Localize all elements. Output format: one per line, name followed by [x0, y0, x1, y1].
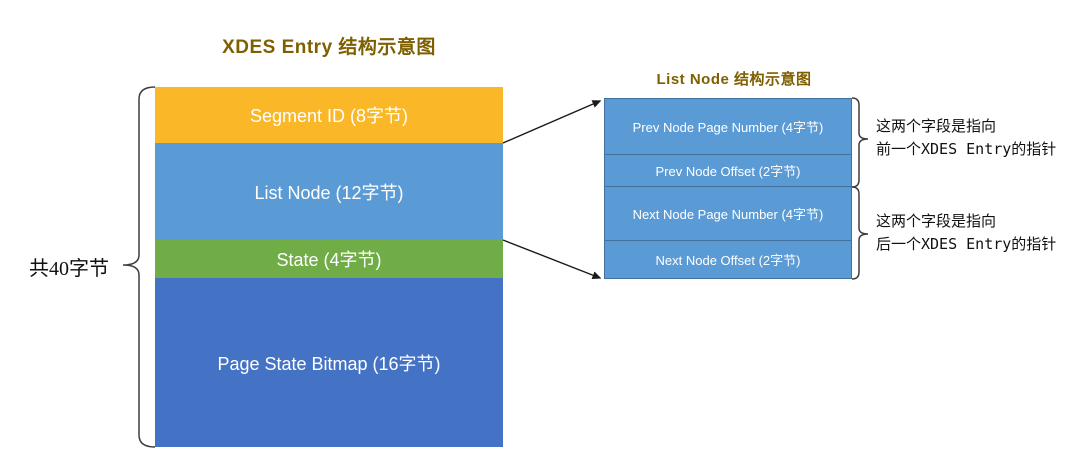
- state-block: State (4字节): [155, 240, 503, 278]
- list-node-top-arrow: [502, 100, 602, 144]
- list-node-diagram-title: List Node 结构示意图: [656, 71, 812, 88]
- list-node-stack: Prev Node Page Number (4字节) Prev Node Of…: [604, 98, 852, 279]
- annotation-line: 这两个字段是指向: [876, 212, 997, 230]
- prev-pointer-brace-shape: [851, 97, 869, 188]
- prev-node-offset-block: Prev Node Offset (2字节): [604, 154, 852, 187]
- next-node-offset-block: Next Node Offset (2字节): [604, 240, 852, 279]
- xdes-entry-diagram-title: XDES Entry 结构示意图: [222, 37, 436, 58]
- total-bytes-label: 共40字节: [29, 258, 109, 280]
- next-pointer-brace-shape: [851, 186, 869, 280]
- annotation-line: 这两个字段是指向: [876, 117, 997, 135]
- annotation-line: 前一个XDES Entry的指针: [876, 140, 1057, 158]
- prev-node-page-number-block: Prev Node Page Number (4字节): [604, 98, 852, 155]
- next-pointer-annotation: 这两个字段是指向 后一个XDES Entry的指针: [876, 210, 1081, 256]
- next-node-page-number-block: Next Node Page Number (4字节): [604, 186, 852, 241]
- page-state-bitmap-block: Page State Bitmap (16字节): [155, 278, 503, 447]
- total-bytes-brace-shape: [122, 86, 156, 448]
- prev-pointer-annotation: 这两个字段是指向 前一个XDES Entry的指针: [876, 115, 1081, 161]
- annotation-line: 后一个XDES Entry的指针: [876, 235, 1057, 253]
- segment-id-block: Segment ID (8字节): [155, 87, 503, 143]
- xdes-entry-stack: Segment ID (8字节) List Node (12字节) State …: [155, 87, 503, 447]
- list-node-block: List Node (12字节): [155, 143, 503, 240]
- list-node-bottom-arrow: [502, 239, 602, 279]
